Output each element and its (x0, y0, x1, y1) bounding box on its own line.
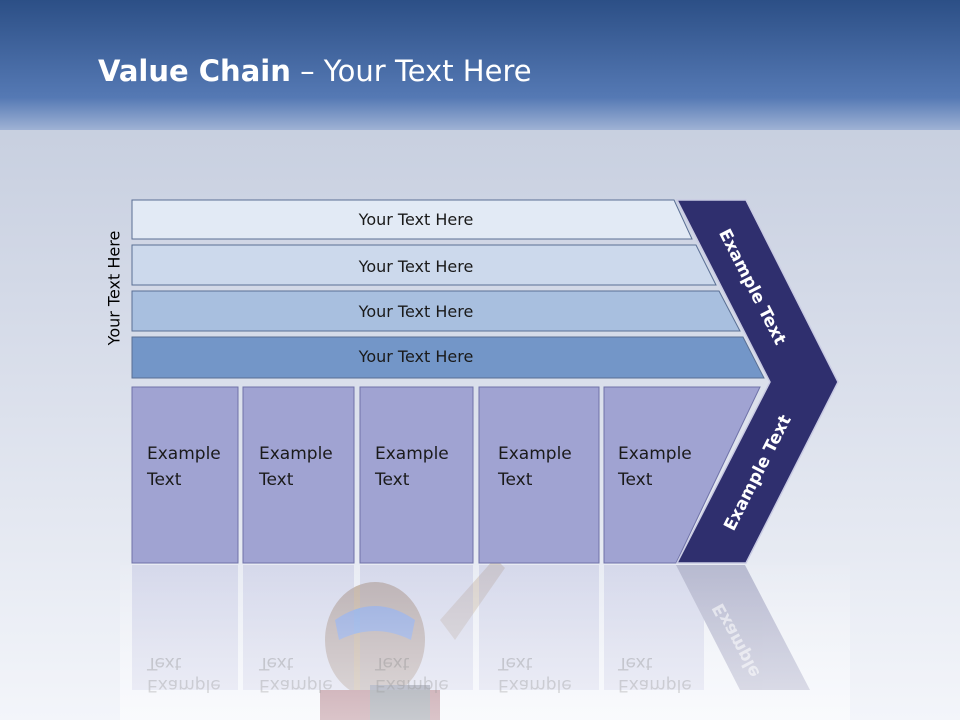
support-row-3-label: Your Text Here (358, 302, 474, 321)
primary-column-5[interactable] (603, 386, 761, 564)
primary-column-4-line2: Text (497, 470, 533, 490)
primary-column-5-line2: Text (617, 470, 653, 490)
primary-column-2-line2: Text (258, 470, 294, 490)
primary-column-2-line1: Example (259, 444, 333, 464)
support-row-4[interactable] (131, 336, 765, 379)
primary-column-3-line1: Example (375, 444, 449, 464)
title-rest: – Your Text Here (290, 54, 532, 88)
support-row-3[interactable] (131, 290, 741, 332)
primary-column-1-line1: Example (147, 444, 221, 464)
title-bold: Value Chain (98, 54, 291, 88)
primary-column-4[interactable] (478, 386, 600, 564)
primary-column-3[interactable] (359, 386, 474, 564)
support-row-1[interactable] (131, 199, 693, 240)
primary-column-4-line1: Example (498, 444, 572, 464)
primary-column-1[interactable] (131, 386, 239, 564)
primary-column-2[interactable] (242, 386, 355, 564)
primary-column-1-line2: Text (146, 470, 182, 490)
support-row-2[interactable] (131, 244, 717, 286)
slide-title: Value Chain – Your Text Here (98, 54, 532, 88)
support-row-2-label: Your Text Here (358, 257, 474, 276)
reflection-fade (120, 565, 850, 720)
primary-column-3-line2: Text (374, 470, 410, 490)
support-row-4-label: Your Text Here (358, 347, 474, 366)
primary-column-5-line1: Example (618, 444, 692, 464)
margin-chevron[interactable] (675, 199, 839, 564)
support-row-1-label: Your Text Here (358, 210, 474, 229)
